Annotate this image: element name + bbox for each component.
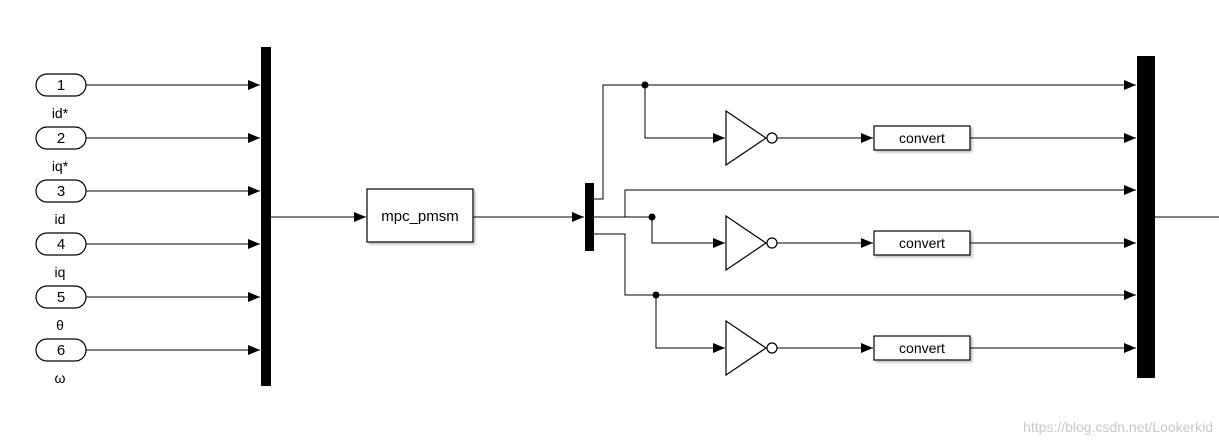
convert-label: convert bbox=[899, 235, 945, 251]
not-output-lines bbox=[777, 133, 873, 353]
not-gate-1[interactable] bbox=[725, 109, 778, 167]
inport-signal-label: ω bbox=[55, 370, 66, 386]
inport-number: 6 bbox=[57, 342, 65, 359]
watermark-text: https://blog.csdn.net/Lookerkid bbox=[1023, 419, 1213, 435]
inport-3[interactable]: 3 bbox=[35, 179, 87, 203]
not-gate-3[interactable] bbox=[725, 319, 778, 377]
convert-block-2[interactable]: convert bbox=[873, 230, 971, 256]
inport-signal-label: id* bbox=[52, 105, 69, 121]
inport-signal-label: θ bbox=[56, 317, 64, 333]
inport-5[interactable]: 5 bbox=[35, 285, 87, 309]
convert-output-lines bbox=[970, 133, 1136, 353]
inport-signal-label: id bbox=[55, 211, 66, 227]
convert-label: convert bbox=[899, 130, 945, 146]
output-mux-block[interactable] bbox=[1137, 56, 1155, 378]
inport-4[interactable]: 4 bbox=[35, 232, 87, 256]
inport-2[interactable]: 2 bbox=[35, 126, 87, 150]
branch-junction-dots bbox=[641, 81, 660, 299]
inport-number: 5 bbox=[57, 289, 65, 306]
inport-number: 1 bbox=[57, 77, 65, 94]
convert-block-1[interactable]: convert bbox=[873, 125, 971, 151]
inport-number: 2 bbox=[57, 130, 65, 147]
not-gate-2[interactable] bbox=[725, 214, 778, 272]
convert-block-3[interactable]: convert bbox=[873, 335, 971, 361]
inport-signal-label: iq bbox=[55, 264, 66, 280]
convert-label: convert bbox=[899, 340, 945, 356]
inport-number: 4 bbox=[57, 236, 65, 253]
subsystem-label: mpc_pmsm bbox=[381, 208, 459, 225]
inport-1[interactable]: 1 bbox=[35, 73, 87, 97]
demux-branch-lines bbox=[594, 80, 1136, 353]
mpc-pmsm-subsystem[interactable]: mpc_pmsm bbox=[366, 188, 474, 243]
mux-block[interactable] bbox=[261, 47, 271, 386]
inport-number: 3 bbox=[57, 183, 65, 200]
demux-block[interactable] bbox=[585, 183, 594, 251]
inport-signal-lines bbox=[86, 80, 260, 355]
inport-signal-label: iq* bbox=[52, 158, 69, 174]
inport-6[interactable]: 6 bbox=[35, 338, 87, 362]
